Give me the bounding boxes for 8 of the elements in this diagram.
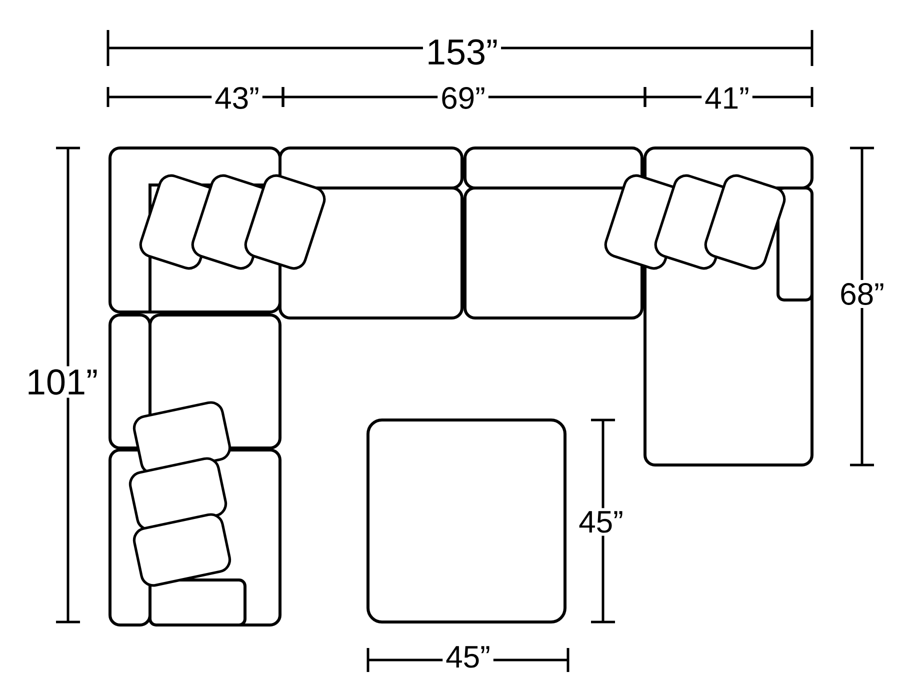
dimension-label: 69” (438, 84, 488, 112)
dimension-label: 41” (702, 84, 752, 112)
dimension-label: 45” (576, 508, 626, 536)
dimension-label: 153” (422, 36, 502, 68)
dimension-label: 43” (212, 84, 262, 112)
dimension-label: 101” (22, 366, 102, 398)
dimension-label: 45” (442, 643, 494, 671)
dimension-label: 68” (836, 280, 888, 308)
